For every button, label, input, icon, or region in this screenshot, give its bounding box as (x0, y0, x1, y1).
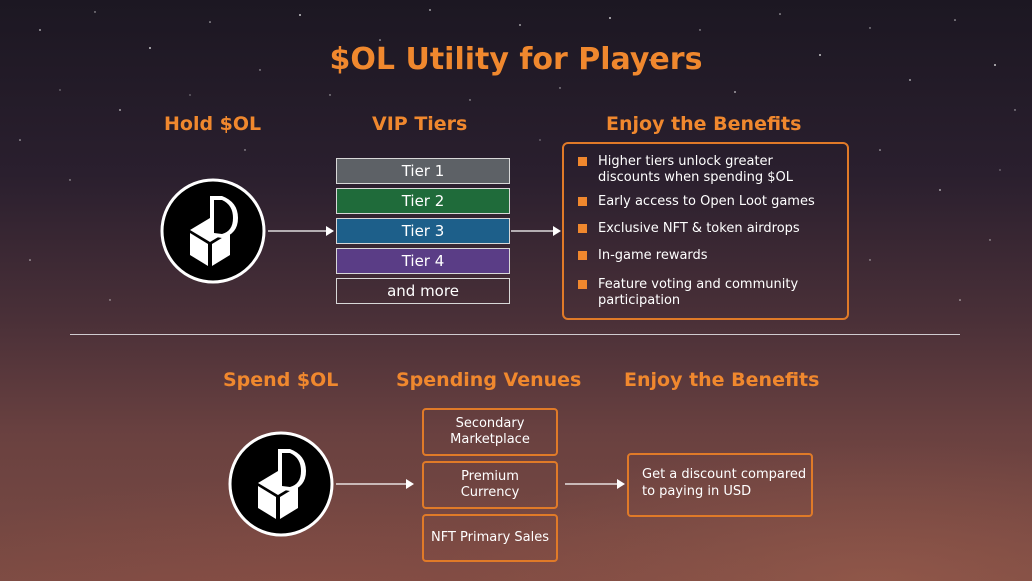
tier-and-more: and more (336, 278, 510, 304)
arrow-right-icon (565, 479, 625, 489)
section-divider (70, 334, 960, 335)
bullet-icon (578, 224, 587, 233)
bullet-icon (578, 157, 587, 166)
venue-secondary-marketplace: Secondary Marketplace (422, 408, 558, 456)
page-title: $OL Utility for Players (329, 42, 703, 77)
venue-nft-primary-sales: NFT Primary Sales (422, 514, 558, 562)
bullet-icon (578, 251, 587, 260)
bullet-icon (578, 280, 587, 289)
benefits-heading-top: Enjoy the Benefits (606, 113, 802, 135)
arrow-right-icon (511, 226, 561, 236)
benefits-list: Higher tiers unlock greater discounts wh… (562, 142, 849, 320)
starfield (0, 0, 1032, 340)
venue-premium-currency: Premium Currency (422, 461, 558, 509)
vip-tiers-heading: VIP Tiers (372, 113, 468, 135)
bullet-icon (578, 197, 587, 206)
spending-venues-heading: Spending Venues (396, 369, 582, 391)
spend-heading: Spend $OL (223, 369, 339, 391)
open-loot-chest-icon (160, 178, 266, 284)
arrow-right-icon (268, 226, 334, 236)
arrow-right-icon (336, 479, 414, 489)
hold-heading: Hold $OL (164, 113, 262, 135)
tier-4: Tier 4 (336, 248, 510, 274)
tier-3: Tier 3 (336, 218, 510, 244)
tier-2: Tier 2 (336, 188, 510, 214)
benefits-heading-bottom: Enjoy the Benefits (624, 369, 820, 391)
tier-1: Tier 1 (336, 158, 510, 184)
open-loot-chest-icon (228, 431, 334, 537)
discount-benefit-box: Get a discount compared to paying in USD (627, 453, 813, 517)
